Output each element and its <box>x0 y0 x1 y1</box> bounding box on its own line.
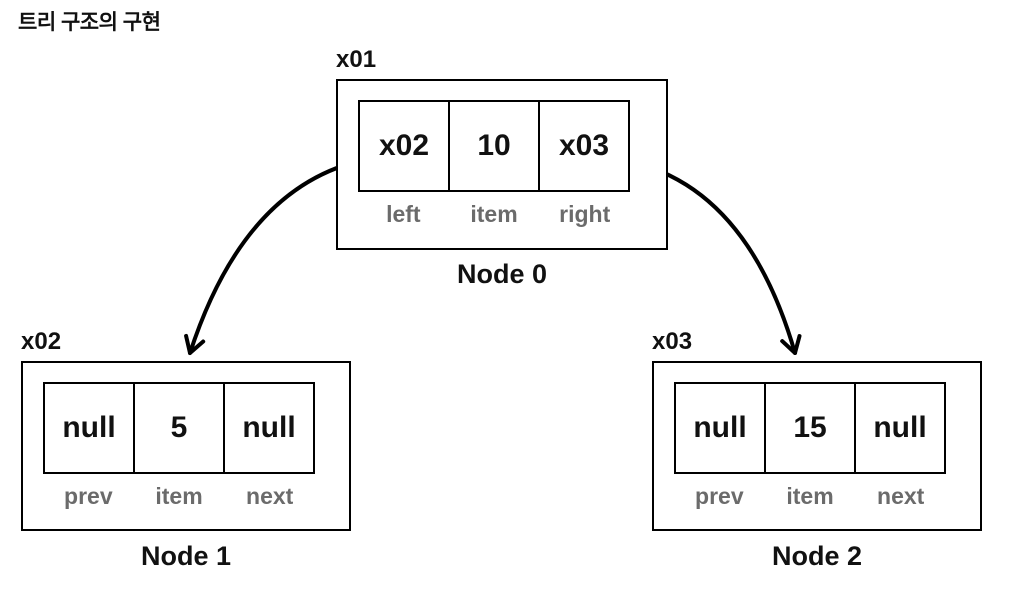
field-label-left: left <box>386 201 421 227</box>
node-1-prev-cell: null <box>43 382 135 474</box>
node-2-item-cell: 15 <box>764 382 856 474</box>
field-label-next: next <box>877 483 925 509</box>
node-2-box: null 15 null prev item next <box>652 361 982 531</box>
node-2-cells: null 15 null <box>674 382 946 474</box>
pointer-label-x01: x01 <box>336 46 377 73</box>
node-2-field-labels: prev item next <box>674 483 946 510</box>
node-0-field-labels: left item right <box>358 201 630 228</box>
field-label-next: next <box>246 483 294 509</box>
node-1-item-cell: 5 <box>133 382 225 474</box>
node-2-prev-cell: null <box>674 382 766 474</box>
field-label-item: item <box>155 483 203 509</box>
node-0-item-cell: 10 <box>448 100 540 192</box>
tree-node-1: x02 null 5 null prev item next Node 1 <box>21 328 351 571</box>
node-0-box: x02 10 x03 left item right <box>336 79 668 250</box>
field-label-prev: prev <box>695 483 744 509</box>
node-0-name: Node 0 <box>456 259 548 289</box>
field-label-item: item <box>786 483 834 509</box>
field-label-item: item <box>470 201 518 227</box>
node-0-right-cell: x03 <box>538 100 630 192</box>
node-2-next-cell: null <box>854 382 946 474</box>
node-1-next-cell: null <box>223 382 315 474</box>
node-1-field-labels: prev item next <box>43 483 315 510</box>
node-2-name: Node 2 <box>771 541 863 571</box>
node-1-box: null 5 null prev item next <box>21 361 351 531</box>
pointer-label-x03: x03 <box>652 328 693 355</box>
field-label-prev: prev <box>64 483 113 509</box>
node-0-left-cell: x02 <box>358 100 450 192</box>
edge-arrow-left-child <box>184 159 361 355</box>
tree-node-2: x03 null 15 null prev item next Node 2 <box>652 328 982 571</box>
diagram-title: 트리 구조의 구현 <box>18 11 161 34</box>
node-1-cells: null 5 null <box>43 382 315 474</box>
node-1-name: Node 1 <box>140 541 232 571</box>
pointer-label-x02: x02 <box>21 328 62 355</box>
tree-node-0: x01 x02 10 x03 left item right Node 0 <box>336 46 668 289</box>
field-label-right: right <box>559 201 611 227</box>
node-0-cells: x02 10 x03 <box>358 100 630 192</box>
